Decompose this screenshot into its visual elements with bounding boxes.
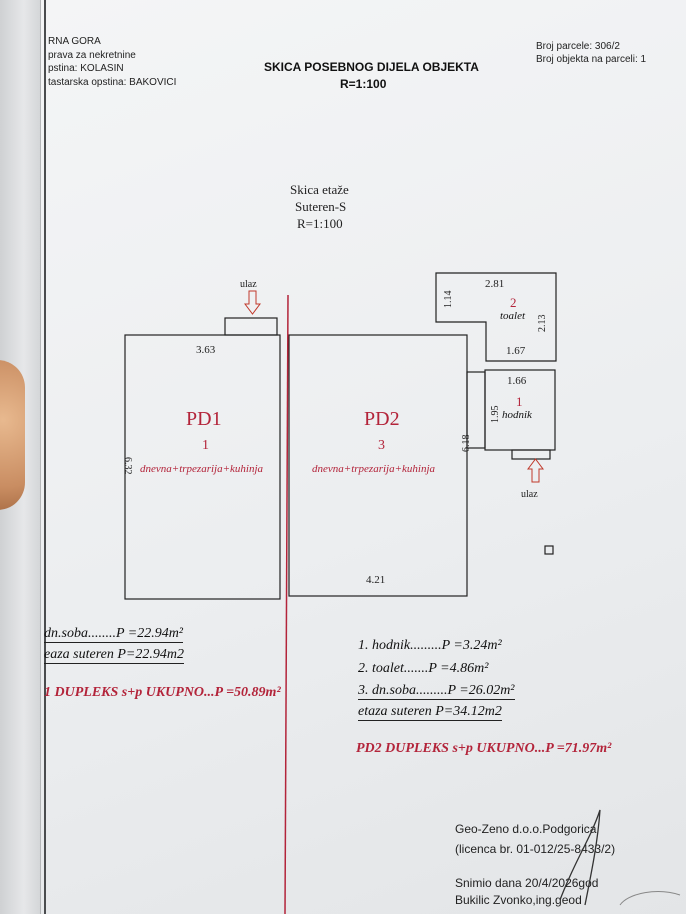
pd2-entry-arrow [527, 458, 544, 483]
hodnik-name: hodnik [502, 409, 532, 421]
header-authority: prava za nekretnine [48, 50, 136, 61]
pd1-area-floor: eaza suteren P=22.94m2 [44, 647, 184, 664]
marker-square [544, 545, 554, 555]
division-line [284, 294, 289, 914]
parcel-number: Broj parcele: 306/2 [536, 41, 620, 52]
pd2-area-toalet: 2. toalet.......P =4.86m² [358, 661, 489, 676]
pd2-area-floor: etaza suteren P=34.12m2 [358, 704, 502, 721]
hodnik-number: 1 [516, 394, 523, 409]
pd2-area-hodnik: 1. hodnik.........P =3.24m² [358, 638, 502, 653]
sketch-title: Skica etaže [290, 182, 349, 197]
document-sheet [36, 0, 686, 914]
document-title: SKICA POSEBNOG DIJELA OBJEKTA [264, 60, 479, 74]
pd1-entry-step [224, 317, 278, 336]
header-cadastral: tastarska opstina: BAKOVICI [48, 77, 177, 88]
pd2-room-name: dnevna+trpezarija+kuhinja [312, 463, 435, 475]
sketch-floor: Suteren-S [295, 199, 347, 214]
pd2-room-outline [288, 334, 468, 597]
toalet-dim-top: 2.81 [485, 278, 505, 290]
binder-edge [44, 0, 46, 914]
pd1-area-total: 1 DUPLEKS s+p UKUPNO...P =50.89m² [44, 685, 281, 700]
pd1-room-number: 1 [202, 438, 209, 453]
pd1-room-name: dnevna+trpezarija+kuhinja [140, 463, 263, 475]
pd1-label: PD1 [186, 408, 222, 430]
pd1-room-outline [124, 334, 281, 600]
pd2-entry-step [511, 449, 551, 460]
sketch-scale: R=1:100 [297, 216, 343, 231]
toalet-outline [435, 272, 557, 362]
header-country: RNA GORA [48, 36, 101, 47]
pd2-room-number: 3 [378, 438, 385, 453]
pd2-area-room: 3. dn.soba.........P =26.02m² [358, 683, 515, 700]
hodnik-dim-top: 1.66 [507, 375, 527, 387]
pd2-area-total: PD2 DUPLEKS s+p UKUPNO...P =71.97m² [356, 741, 612, 756]
header-municipality: pstina: KOLASIN [48, 63, 124, 74]
hodnik-link [466, 371, 486, 449]
company-name: Geo-Zeno d.o.o.Podgorica [455, 822, 597, 836]
pd2-entry-label: ulaz [521, 489, 538, 500]
object-number: Broj objekta na parceli: 1 [536, 54, 647, 65]
document-scale: R=1:100 [340, 77, 387, 91]
license-number: (licenca br. 01-012/25-8433/2) [455, 842, 616, 856]
surveyor-name: Bukilic Zvonko,ing.geod [455, 893, 582, 907]
toalet-dim-bottom: 1.67 [506, 345, 526, 357]
toalet-number: 2 [510, 295, 517, 310]
pd2-dim-bottom: 4.21 [366, 574, 386, 586]
thumb-finger [0, 360, 25, 510]
pd1-entry-label: ulaz [240, 279, 257, 290]
pd1-dim-top: 3.63 [196, 344, 216, 356]
survey-date: Snimio dana 20/4/2026god [455, 876, 599, 890]
pd1-entry-arrow [244, 290, 261, 315]
pd1-area-room: dn.soba........P =22.94m² [44, 626, 184, 643]
pd2-label: PD2 [364, 408, 400, 430]
toalet-name: toalet [500, 310, 526, 322]
